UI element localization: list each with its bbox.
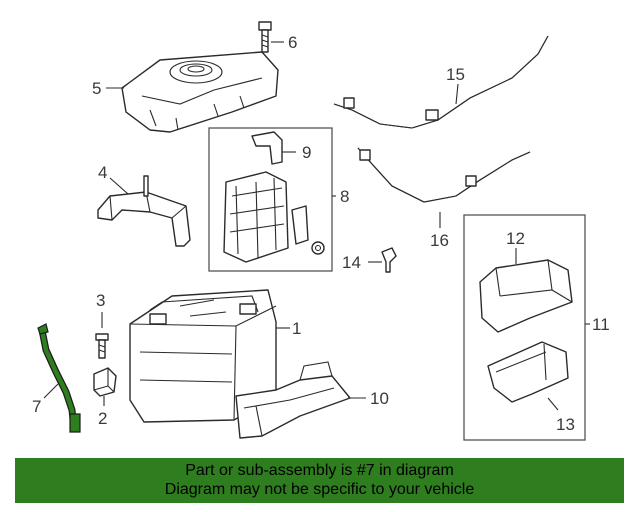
banner-line-part: Part or sub-assembly is #7 in diagram: [185, 462, 454, 479]
part-1-battery: [129, 289, 290, 423]
part-14-clip: [368, 247, 397, 273]
part-7-highlighted-cable: [37, 323, 81, 433]
part-11-group-box: [463, 214, 586, 441]
callout-2[interactable]: 2: [98, 409, 107, 428]
callout-13[interactable]: 13: [556, 415, 575, 434]
callout-3[interactable]: 3: [96, 291, 105, 310]
callout-9[interactable]: 9: [302, 143, 311, 162]
part-8-fuse-block: [223, 171, 336, 263]
part-13-cover: [487, 341, 569, 411]
part-5-insulator: [106, 51, 279, 133]
callout-6[interactable]: 6: [288, 33, 297, 52]
callout-10[interactable]: 10: [370, 389, 389, 408]
callout-12[interactable]: 12: [506, 229, 525, 248]
part-12-cover: [479, 248, 573, 333]
callout-14[interactable]: 14: [342, 253, 361, 272]
callout-16[interactable]: 16: [430, 231, 449, 250]
callout-4[interactable]: 4: [98, 163, 107, 182]
callout-1[interactable]: 1: [292, 319, 301, 338]
callout-11[interactable]: 11: [592, 315, 610, 334]
part-8-group-box: [208, 127, 333, 272]
part-6-bolt: [258, 21, 284, 53]
banner-line-disclaimer: Diagram may not be specific to your vehi…: [164, 481, 475, 498]
part-notice-banner: Part or sub-assembly is #7 in diagram Di…: [15, 458, 624, 503]
part-10-tray: [235, 361, 366, 439]
callout-7[interactable]: 7: [32, 397, 41, 416]
part-15-cable: [333, 35, 549, 129]
part-9-terminal-cover: [251, 131, 296, 165]
part-4-bracket: [97, 175, 191, 247]
part-3-bolt: [95, 312, 109, 359]
callout-15[interactable]: 15: [446, 65, 465, 84]
callout-8[interactable]: 8: [340, 187, 349, 206]
part-16-cable: [357, 147, 531, 228]
parts-diagram: 1 2 3 4 5 6 7 8 9 10 11 12 13 14 15 16: [32, 21, 610, 441]
part-2-holddown: [93, 367, 117, 406]
callout-5[interactable]: 5: [92, 79, 101, 98]
